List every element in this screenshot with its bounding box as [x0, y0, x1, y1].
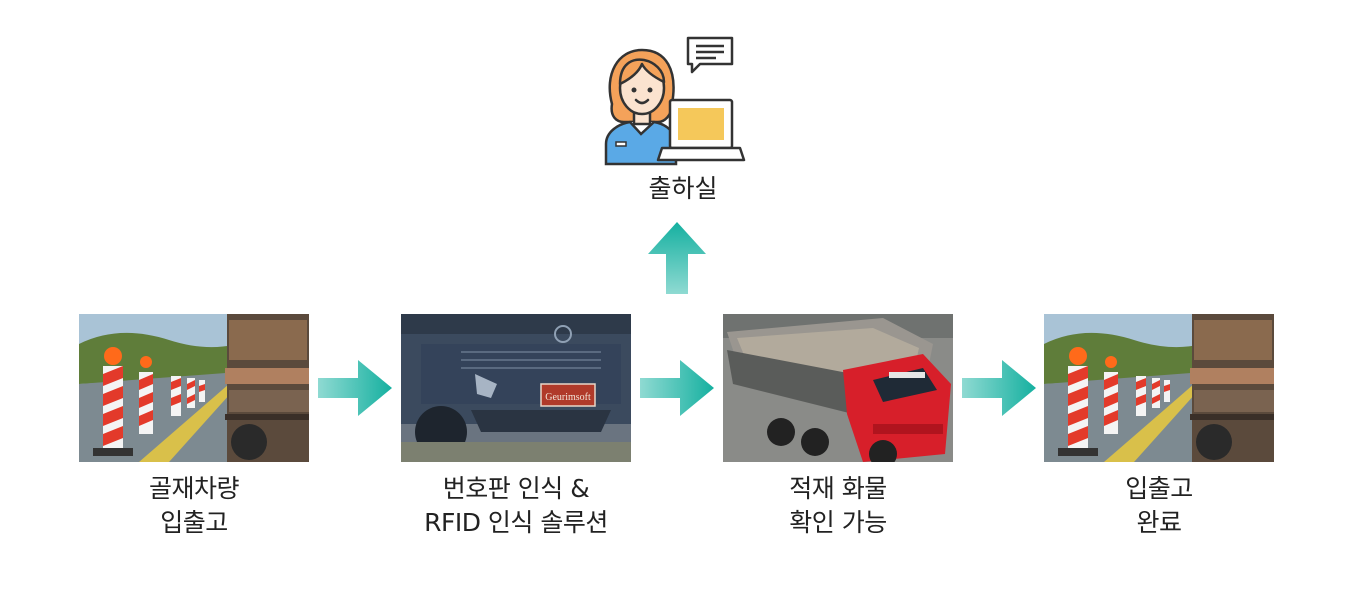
caption-line: 입출고	[160, 508, 228, 537]
office-label: 출하실	[648, 174, 718, 203]
step-4-caption: 입출고 완료	[1029, 472, 1289, 540]
caption-line: RFID 인식 솔루션	[424, 508, 608, 537]
step-1-photo	[79, 314, 309, 462]
caption-line: 완료	[1136, 508, 1182, 537]
caption-line: 번호판 인식 &	[442, 474, 590, 503]
right-arrow-icon	[640, 360, 714, 416]
step-3-photo	[723, 314, 953, 462]
caption-line: 입출고	[1125, 474, 1193, 503]
step-4-photo	[1044, 314, 1274, 462]
step-1-caption: 골재차량 입출고	[64, 472, 324, 540]
up-arrow-icon	[648, 222, 706, 294]
right-arrow-icon	[318, 360, 392, 416]
speech-bubble-icon	[686, 36, 734, 74]
step-2-caption: 번호판 인식 & RFID 인식 솔루션	[386, 472, 646, 540]
plate-text: Geurimsoft	[545, 392, 591, 403]
caption-line: 골재차량	[148, 474, 240, 503]
right-arrow-icon	[962, 360, 1036, 416]
caption-line: 적재 화물	[789, 474, 887, 503]
step-3-caption: 적재 화물 확인 가능	[708, 472, 968, 540]
office-worker-laptop-icon	[598, 34, 748, 166]
step-2-photo: Geurimsoft	[401, 314, 631, 462]
caption-line: 확인 가능	[789, 508, 887, 537]
